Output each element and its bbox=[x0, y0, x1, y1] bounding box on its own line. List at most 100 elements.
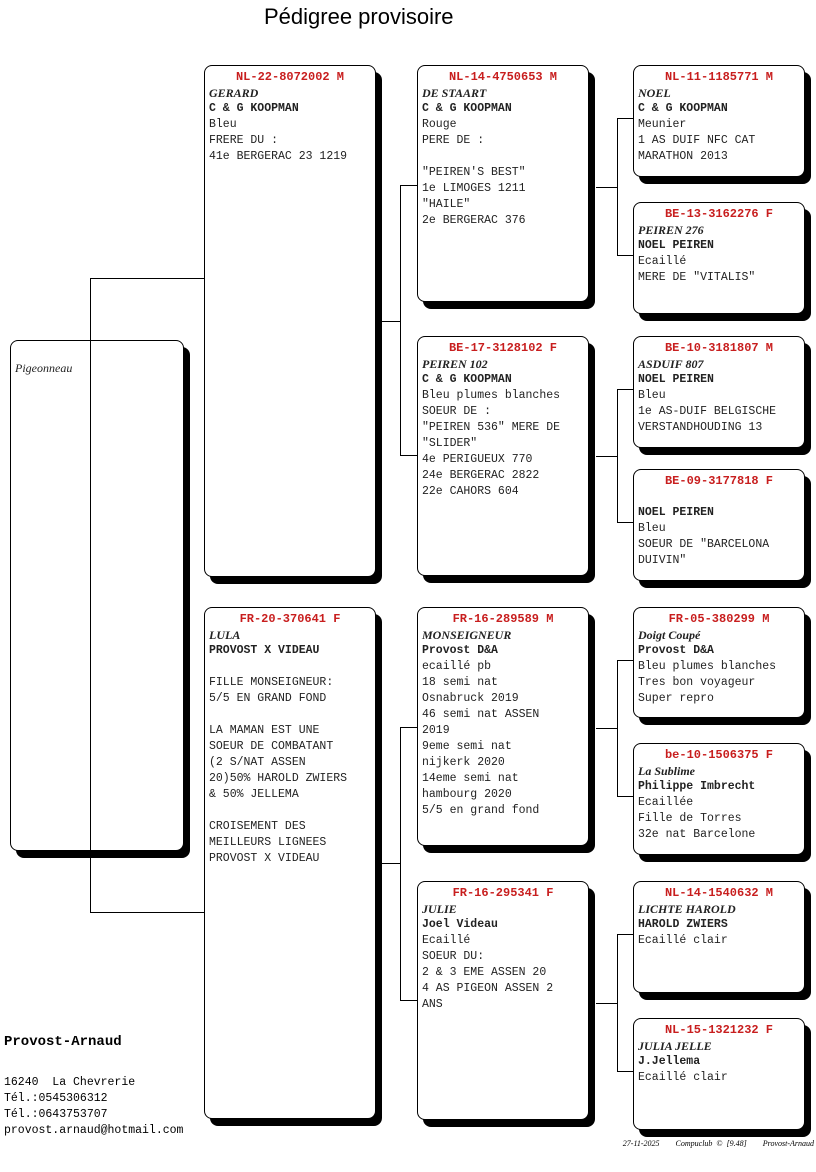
connector-line bbox=[617, 522, 633, 523]
connector-line bbox=[617, 934, 618, 1072]
bird-info-line: Ecaillé clair bbox=[638, 934, 728, 947]
owner-contact: 16240 La Chevrerie Tél.:0545306312 Tél.:… bbox=[4, 1075, 183, 1139]
bird-info-line: "SLIDER" bbox=[422, 437, 478, 450]
breeder-name: C & G KOOPMAN bbox=[422, 102, 512, 115]
bird-name: NOEL bbox=[638, 86, 671, 100]
bird-info-line bbox=[209, 659, 371, 675]
bird-info-line: 1e LIMOGES 1211 bbox=[422, 182, 526, 195]
connector-line bbox=[617, 118, 618, 256]
bird-info-line: Bleu plumes blanches bbox=[422, 389, 561, 402]
bird-info-line: PERE DE : bbox=[422, 134, 485, 147]
bird-info-line: Bleu bbox=[209, 118, 237, 131]
bird-info-line: VERSTANDHOUDING 13 bbox=[638, 421, 763, 434]
connector-line bbox=[617, 934, 633, 935]
bird-info-line: Ecaillée bbox=[638, 796, 694, 809]
bird-info-line: 1e AS-DUIF BELGISCHE bbox=[638, 405, 777, 418]
connector-line bbox=[382, 863, 400, 864]
bird-info-line bbox=[209, 707, 371, 723]
bird-info-line: FILLE MONSEIGNEUR: bbox=[209, 676, 334, 689]
connector-line bbox=[400, 1000, 417, 1001]
bird-info-line: "HAILE" bbox=[422, 198, 471, 211]
bird-info-line: ANS bbox=[422, 998, 443, 1011]
bird-info-line: DUIVIN" bbox=[638, 554, 687, 567]
connector-line bbox=[617, 660, 633, 661]
bird-info-line: (2 S/NAT ASSEN bbox=[209, 756, 306, 769]
bird-info-line: & 50% JELLEMA bbox=[209, 788, 299, 801]
footer-date: 27-11-2025 bbox=[622, 1139, 660, 1148]
ring-number: NL-15-1321232 F bbox=[664, 1023, 774, 1037]
bird-info-line: Bleu bbox=[638, 522, 666, 535]
footer-software: Compuclub © [9.48] bbox=[675, 1139, 747, 1148]
bird-info-line: PROVOST X VIDEAU bbox=[209, 852, 320, 865]
breeder-name: NOEL PEIREN bbox=[638, 506, 714, 519]
breeder-name: NOEL PEIREN bbox=[638, 373, 714, 386]
ring-number: FR-20-370641 F bbox=[239, 612, 341, 626]
bird-info-line: Fille de Torres bbox=[638, 812, 742, 825]
pedigree-box-dam[interactable]: FR-20-370641 F LULA PROVOST X VIDEAU FILLE … bbox=[204, 607, 376, 1119]
connector-line bbox=[400, 185, 417, 186]
breeder-name: C & G KOOPMAN bbox=[422, 373, 512, 386]
bird-info-line: Super repro bbox=[638, 692, 714, 705]
bird-info-line: Ecaillé bbox=[638, 255, 687, 268]
bird-info-line: 18 semi nat bbox=[422, 676, 498, 689]
owner-phone-1: Tél.:0545306312 bbox=[4, 1092, 108, 1105]
connector-line bbox=[400, 185, 401, 456]
connector-line bbox=[90, 912, 204, 913]
connector-line bbox=[617, 118, 633, 119]
bird-info-line: SOEUR DU: bbox=[422, 950, 485, 963]
bird-info-line: Rouge bbox=[422, 118, 457, 131]
bird-info-line: 32e nat Barcelone bbox=[638, 828, 756, 841]
owner-email[interactable]: provost.arnaud@hotmail.com bbox=[4, 1124, 184, 1137]
owner-name: Provost-Arnaud bbox=[4, 1034, 122, 1050]
bird-info-line: 5/5 EN GRAND FOND bbox=[209, 692, 327, 705]
bird-name: LULA bbox=[209, 628, 241, 642]
bird-name: JULIA JELLE bbox=[638, 1039, 712, 1053]
bird-info-line bbox=[209, 803, 371, 819]
bird-info-line: FRERE DU : bbox=[209, 134, 279, 147]
owner-phone-2: Tél.:0643753707 bbox=[4, 1108, 108, 1121]
connector-line bbox=[90, 278, 204, 279]
connector-line bbox=[617, 660, 618, 797]
connector-line bbox=[617, 796, 633, 797]
bird-info-line: nijkerk 2020 bbox=[422, 756, 505, 769]
ring-number: FR-05-380299 M bbox=[668, 612, 770, 626]
bird-info-line: 14eme semi nat bbox=[422, 772, 519, 785]
ring-number: NL-14-1540632 M bbox=[664, 886, 774, 900]
connector-line bbox=[596, 456, 617, 457]
connector-line bbox=[382, 321, 400, 322]
bird-info-line: 2019 bbox=[422, 724, 450, 737]
connector-line bbox=[617, 389, 618, 523]
bird-info-line: 9eme semi nat bbox=[422, 740, 512, 753]
bird-info-line: 2e BERGERAC 376 bbox=[422, 214, 526, 227]
bird-info-line: 20)50% HAROLD ZWIERS bbox=[209, 772, 348, 785]
connector-line bbox=[400, 727, 417, 728]
bird-name: PEIREN 276 bbox=[638, 223, 704, 237]
bird-info-line: 4e PERIGUEUX 770 bbox=[422, 453, 533, 466]
footer-owner: Provost-Arnaud bbox=[762, 1139, 814, 1148]
bird-name: Doigt Coupé bbox=[638, 628, 701, 642]
ring-number: be-10-1506375 F bbox=[664, 748, 774, 762]
ring-number: NL-11-1185771 M bbox=[664, 70, 774, 84]
bird-name bbox=[638, 489, 800, 505]
bird-info-line: MERE DE "VITALIS" bbox=[638, 271, 756, 284]
ring-number: FR-16-295341 F bbox=[452, 886, 554, 900]
breeder-name: C & G KOOPMAN bbox=[209, 102, 299, 115]
ring-number: NL-22-8072002 M bbox=[235, 70, 345, 84]
bird-info-line: MEILLEURS LIGNEES bbox=[209, 836, 327, 849]
owner-address: 16240 La Chevrerie bbox=[4, 1076, 136, 1089]
bird-name: La Sublime bbox=[638, 764, 696, 778]
bird-info-line: Bleu bbox=[638, 389, 666, 402]
